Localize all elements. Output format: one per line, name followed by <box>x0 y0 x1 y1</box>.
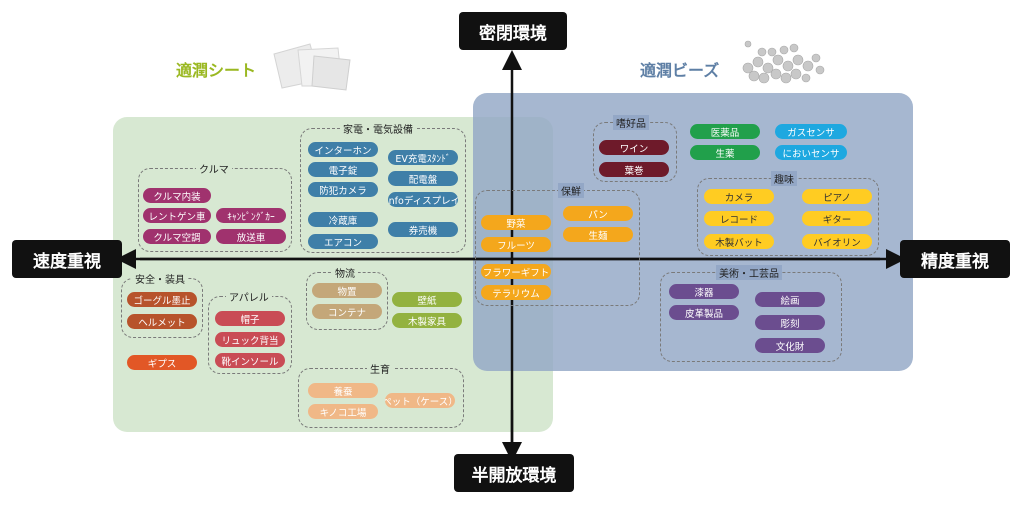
group-butsuryu-title: 物流 <box>332 265 358 280</box>
item-sericulture: 養蚕 <box>308 383 378 398</box>
item-wooden-furniture: 木製家具 <box>392 313 462 328</box>
group-kuruma-title: クルマ <box>196 161 232 176</box>
item-mushroom-factory: キノコ工場 <box>308 404 378 419</box>
item-pet-case: ペット（ケース） <box>385 393 455 408</box>
group-kaden-title: 家電・電気設備 <box>340 121 416 136</box>
group-shikohin-title: 嗜好品 <box>613 115 649 130</box>
item-backpack-pad: リュック背当 <box>215 332 285 347</box>
item-violin: バイオリン <box>802 234 872 249</box>
item-guitar: ギター <box>802 211 872 226</box>
group-bijutsu-title: 美術・工芸品 <box>716 265 782 280</box>
item-broadcast-van: 放送車 <box>216 229 286 244</box>
item-container: コンテナ <box>312 304 382 319</box>
item-flower-gift: フラワーギフト <box>481 264 551 279</box>
item-storage-shed: 物置 <box>312 283 382 298</box>
group-sensen-title: 保鮮 <box>558 183 584 198</box>
item-xray-car: レントゲン車 <box>143 208 211 223</box>
item-terrarium: テラリウム <box>481 285 551 300</box>
item-bread: パン <box>563 206 633 221</box>
group-anzen <box>121 278 203 338</box>
item-info-display: Infoディスプレイ <box>388 192 458 207</box>
axis-bottom-label: 半開放環境 <box>454 454 574 492</box>
axis-left-label: 速度重視 <box>12 240 122 278</box>
group-butsuryu <box>306 272 388 330</box>
axis-right-label: 精度重視 <box>900 240 1010 278</box>
sheet-image-icon <box>273 43 351 91</box>
item-painting: 絵画 <box>755 292 825 307</box>
beads-region <box>473 93 913 371</box>
item-security-camera: 防犯カメラ <box>308 182 378 197</box>
item-goggle: ゴーグル墨止 <box>127 292 197 307</box>
item-hat: 帽子 <box>215 311 285 326</box>
item-helmet: ヘルメット <box>127 314 197 329</box>
item-camping-car: ｷｬﾝﾋﾟﾝｸﾞｶｰ <box>216 208 286 223</box>
item-refrigerator: 冷蔵庫 <box>308 212 378 227</box>
item-sculpture: 彫刻 <box>755 315 825 330</box>
legend-sheet-title: 適潤シート <box>176 61 257 80</box>
beads-image-icon <box>742 40 825 84</box>
item-wallpaper: 壁紙 <box>392 292 462 307</box>
group-seiiku-title: 生育 <box>367 361 393 376</box>
item-car-interior: クルマ内装 <box>143 188 211 203</box>
item-intercom: インターホン <box>308 142 378 157</box>
item-vegetable: 野菜 <box>481 215 551 230</box>
item-insole: 靴インソール <box>215 353 285 368</box>
item-raw-noodle: 生麺 <box>563 227 633 242</box>
item-aircon: エアコン <box>308 234 378 249</box>
item-distribution-board: 配電盤 <box>388 171 458 186</box>
item-car-aircon: クルマ空調 <box>143 229 211 244</box>
item-cigar: 葉巻 <box>599 162 669 177</box>
item-lacquerware: 漆器 <box>669 284 739 299</box>
item-fruit: フルーツ <box>481 237 551 252</box>
item-camera: カメラ <box>704 189 774 204</box>
item-cast: ギプス <box>127 355 197 370</box>
axis-top-label: 密閉環境 <box>459 12 567 50</box>
item-odor-sensor: においセンサ <box>775 145 847 160</box>
item-record: レコード <box>704 211 774 226</box>
group-sensen <box>475 190 640 306</box>
item-pharmaceutical: 医薬品 <box>690 124 760 139</box>
item-gas-sensor: ガスセンサ <box>775 124 847 139</box>
group-anzen-title: 安全・装具 <box>132 271 188 286</box>
item-cultural-property: 文化財 <box>755 338 825 353</box>
item-wine: ワイン <box>599 140 669 155</box>
group-apparel-title: アパレル <box>226 289 272 304</box>
item-piano: ピアノ <box>802 189 872 204</box>
group-shumi-title: 趣味 <box>771 171 797 186</box>
item-ev-charger: EV充電ｽﾀﾝﾄﾞ <box>388 150 458 165</box>
item-herbal-medicine: 生薬 <box>690 145 760 160</box>
item-ticket-machine: 券売機 <box>388 222 458 237</box>
legend-beads-title: 適潤ビーズ <box>640 61 720 80</box>
item-wooden-bat: 木製バット <box>704 234 774 249</box>
item-leather-goods: 皮革製品 <box>669 305 739 320</box>
item-electronic-lock: 電子錠 <box>308 162 378 177</box>
